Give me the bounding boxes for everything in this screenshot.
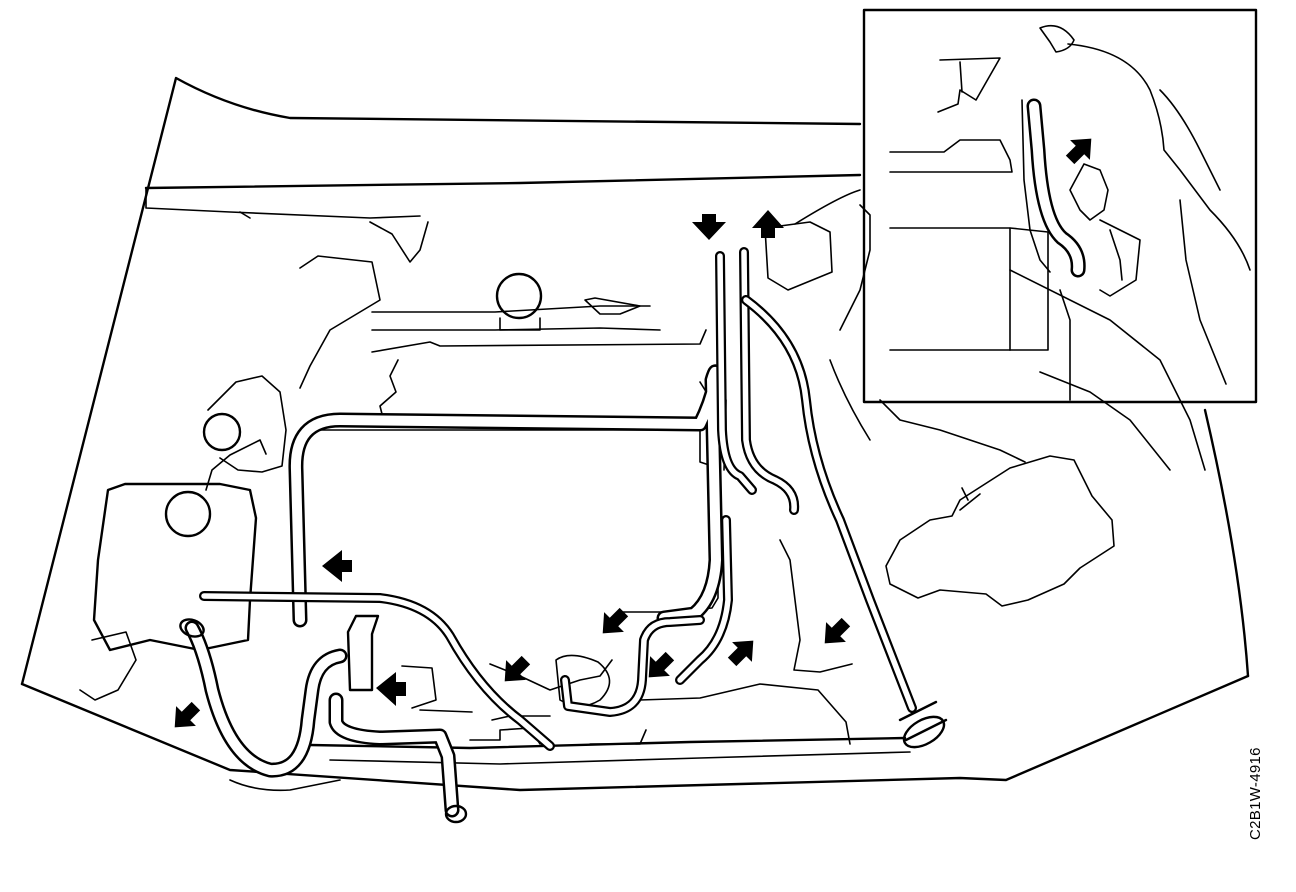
oil-filler-cap: [495, 272, 543, 331]
coolant-reservoir: [92, 439, 267, 652]
figure-code-label: C2B1W-4916: [1247, 747, 1264, 840]
arrow-down-right-reservoir: [174, 701, 201, 728]
arrow-down-right-lower: [504, 655, 531, 682]
engine-components: [79, 189, 1206, 792]
arrow-down-right-pump: [648, 651, 675, 678]
main-flow-arrows: [174, 210, 851, 728]
arrow-down-right-side: [824, 617, 851, 644]
battery: [885, 455, 1115, 607]
arrow-up-top-right: [752, 210, 784, 238]
upper-coolant-hose: [288, 364, 724, 628]
heater-hose-right: [739, 247, 800, 515]
bypass-hose: [328, 692, 460, 818]
engine-bay-outline: [20, 76, 1250, 792]
inset-detail-view: [862, 8, 1258, 404]
arrow-left-intake: [322, 550, 352, 582]
radiator-hose-clamp: [898, 700, 948, 749]
arrow-up-inset: [1065, 138, 1092, 165]
arrow-left-lower: [376, 672, 406, 706]
arrow-down-right-center: [602, 607, 629, 634]
arrow-down-top-left: [692, 214, 726, 240]
cooling-hoses: [179, 247, 948, 824]
thermostat-housing: [346, 614, 380, 692]
arrow-up-left-radiator: [727, 640, 754, 667]
